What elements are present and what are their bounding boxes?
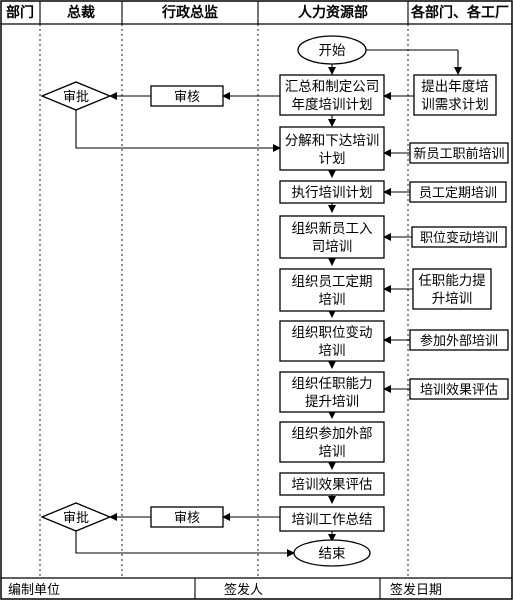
job-change-training-box: 职位变动培训 (411, 226, 507, 248)
start-node: 开始 (297, 35, 367, 65)
summary-label: 培训工作总结 (292, 512, 373, 528)
competency-training-box: 任职能力提 升培训 (412, 268, 492, 310)
external-training-label: 参加外部培训 (420, 333, 498, 349)
org-external-line-2: 培训 (319, 444, 346, 460)
org-job-change-line-2: 培训 (319, 343, 346, 359)
org-competency-line-2: 提升培训 (305, 394, 359, 410)
job-change-training-label: 职位变动培训 (420, 230, 498, 246)
review-label-2: 审核 (174, 511, 200, 526)
propose-needs-line-2: 训需求计划 (421, 97, 489, 113)
summary-box: 培训工作总结 (279, 506, 385, 532)
org-job-change-line-1: 组织职位变动 (292, 325, 373, 341)
org-new-employee-line-2: 司培训 (312, 239, 353, 255)
review-box-2: 审核 (150, 506, 224, 528)
end-node: 结束 (293, 539, 371, 567)
propose-needs-line-1: 提出年度培 (421, 79, 489, 95)
competency-training-line-1: 任职能力提 (418, 273, 486, 289)
footer-compiling-unit: 编制单位 (8, 583, 60, 598)
header-president: 总裁 (67, 4, 95, 21)
decompose-line-2: 计划 (319, 151, 346, 167)
header-department: 部门 (6, 4, 34, 21)
competency-training-line-2: 升培训 (432, 291, 473, 307)
summarize-line-2: 年度培训计划 (292, 97, 373, 113)
execute-plan-box: 执行培训计划 (279, 180, 385, 204)
org-regular-line-2: 培训 (319, 292, 346, 308)
approve-label-1: 审批 (63, 90, 89, 105)
header-admin-director: 行政总监 (161, 4, 218, 21)
propose-needs-box: 提出年度培 训需求计划 (413, 74, 497, 116)
review-box-1: 审核 (150, 85, 224, 107)
connectors (75, 49, 462, 557)
regular-training-label: 员工定期培训 (419, 185, 497, 201)
header-column-lines (39, 1, 409, 24)
execute-label: 执行培训计划 (292, 185, 373, 201)
summarize-line-1: 汇总和制定公司 (285, 79, 380, 95)
organize-job-change-box: 组织职位变动 培训 (279, 320, 385, 362)
decompose-line-1: 分解和下达培训 (285, 133, 380, 149)
decompose-plan-box: 分解和下达培训 计划 (279, 126, 385, 171)
lane-lines (39, 24, 409, 578)
summarize-plan-box: 汇总和制定公司 年度培训计划 (279, 74, 385, 116)
organize-new-employee-box: 组织新员工入 司培训 (279, 215, 385, 259)
new-employee-training-box: 新员工职前培训 (409, 142, 509, 164)
org-competency-line-1: 组织任职能力 (292, 376, 373, 392)
org-regular-line-1: 组织员工定期 (292, 274, 373, 290)
org-new-employee-line-1: 组织新员工入 (292, 221, 373, 237)
approve-diamond-2: 审批 (40, 502, 112, 532)
evaluation-label: 培训效果评估 (292, 477, 373, 493)
new-employee-training-label: 新员工职前培训 (413, 146, 504, 162)
approve-label-2: 审批 (63, 511, 89, 526)
footer-issuer: 签发人 (224, 582, 263, 598)
organize-competency-box: 组织任职能力 提升培训 (279, 371, 385, 413)
evaluation-box-right: 培训效果评估 (409, 378, 509, 400)
regular-training-box: 员工定期培训 (409, 181, 507, 203)
approve-diamond-1: 审批 (40, 81, 112, 111)
evaluation-box: 培训效果评估 (279, 472, 385, 496)
org-external-line-1: 组织参加外部 (292, 425, 373, 442)
evaluation-right-label: 培训效果评估 (420, 382, 498, 398)
footer-lines (194, 578, 381, 599)
organize-regular-box: 组织员工定期 培训 (279, 268, 385, 312)
start-label: 开始 (319, 43, 346, 59)
external-training-box: 参加外部培训 (409, 329, 509, 351)
organize-external-box: 组织参加外部 培训 (279, 421, 385, 463)
review-label-1: 审核 (174, 90, 200, 105)
end-label: 结束 (319, 546, 346, 562)
footer-issue-date: 签发日期 (390, 582, 442, 598)
header-hr-department: 人力资源部 (298, 4, 368, 21)
header-departments-factories: 各部门、各工厂 (410, 4, 509, 21)
